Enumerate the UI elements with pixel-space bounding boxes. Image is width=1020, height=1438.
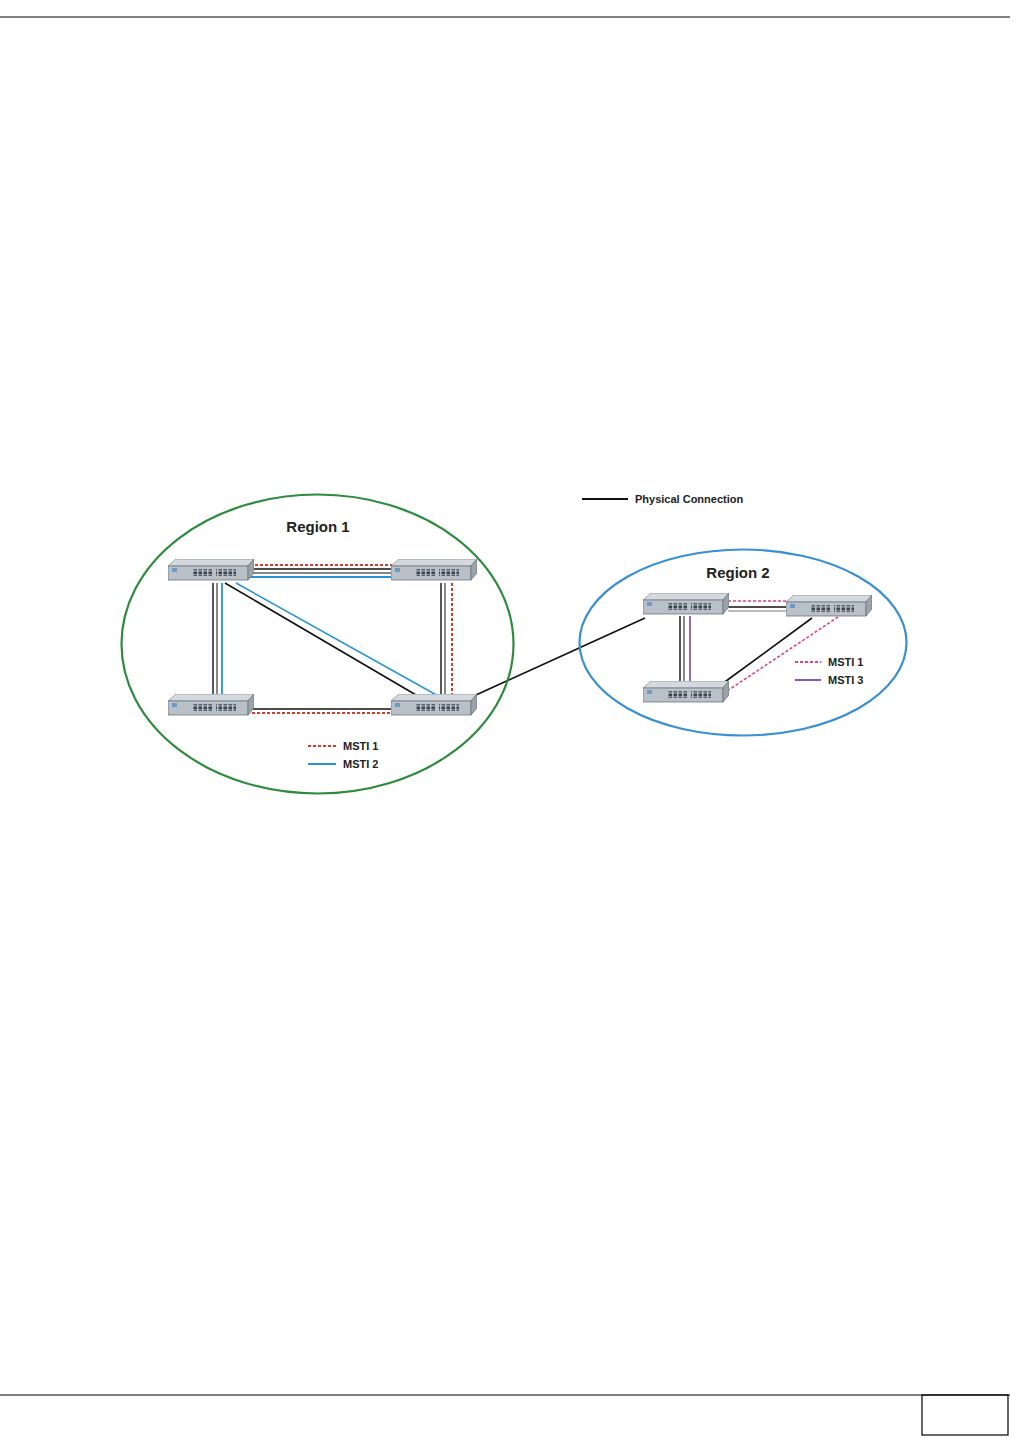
legend-entry: MSTI 1: [795, 654, 863, 670]
legend-label: MSTI 1: [343, 740, 378, 752]
switch-icon: [391, 559, 477, 580]
region-title: Region 1: [286, 518, 349, 535]
switch-icon: [786, 595, 872, 616]
switch-icon: [168, 694, 254, 715]
legend-line-sample: [582, 491, 628, 507]
legend-label: MSTI 3: [828, 674, 863, 686]
region-title: Region 2: [706, 564, 769, 581]
region-ellipse: Region 2: [578, 548, 908, 737]
legend-line-sample: [795, 654, 821, 670]
switch-icon: [391, 694, 477, 715]
region1-links: [213, 565, 452, 713]
footer-rule: [0, 1395, 1010, 1396]
physical-link: [508, 648, 580, 681]
uplink-stubs: [465, 618, 645, 700]
legend-entry: MSTI 1: [308, 738, 378, 754]
region-ellipse: Region 1: [120, 493, 515, 795]
legend-line-sample: [308, 738, 336, 754]
legend-label: MSTI 2: [343, 758, 378, 770]
header-rule: [0, 17, 1010, 18]
switch-icon: [643, 681, 729, 702]
legend-line-sample: [795, 672, 821, 688]
legend-entry: MSTI 2: [308, 756, 378, 772]
legend-entry: Physical Connection: [582, 491, 743, 507]
legend-label: MSTI 1: [828, 656, 863, 668]
switch-icon: [168, 559, 254, 580]
legend-label: Physical Connection: [635, 493, 743, 505]
page-number-box: [922, 1395, 1008, 1435]
region-outline: [120, 493, 515, 795]
legend-entry: MSTI 3: [795, 672, 863, 688]
switch-icon: [643, 593, 729, 614]
legend-line-sample: [308, 756, 336, 772]
